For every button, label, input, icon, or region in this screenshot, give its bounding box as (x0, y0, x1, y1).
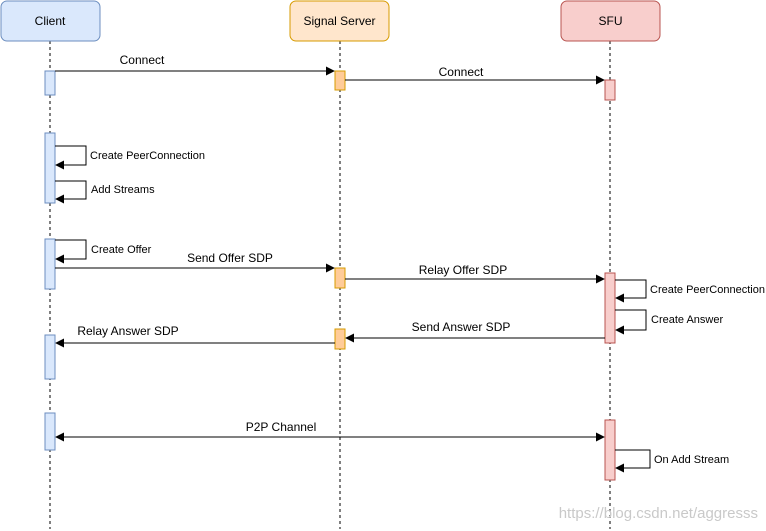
self-message-arrow (55, 145, 87, 170)
client-header-label: Client (35, 14, 66, 28)
self-message-arrow (55, 180, 87, 204)
self-message-arrow (55, 239, 87, 264)
sfu-header-label: SFU (599, 14, 623, 28)
message-label: Relay Answer SDP (77, 324, 178, 338)
message-label: Send Answer SDP (412, 320, 511, 334)
self-message-add-streams: Add Streams (55, 180, 155, 204)
self-message-arrow (615, 309, 647, 335)
sfu-activation (604, 419, 616, 481)
client-activation (44, 132, 56, 204)
message-label: P2P Channel (246, 420, 317, 434)
signal-server-activation (334, 267, 346, 289)
message-label: Connect (120, 53, 165, 67)
signal-server-activation (334, 70, 346, 91)
client-activation (44, 70, 56, 96)
message-label: Create Answer (651, 314, 723, 326)
message-connect-signal-to-sfu: Connect (345, 65, 605, 85)
message-label: Create PeerConnection (90, 150, 205, 162)
message-label: Connect (439, 65, 484, 79)
sfu-activation (604, 272, 616, 344)
signal-server-header-box (289, 0, 390, 42)
sfu-header: SFU (560, 0, 661, 42)
message-label: On Add Stream (654, 454, 729, 466)
message-label: Create PeerConnection (650, 284, 765, 296)
message-label: Create Offer (91, 244, 152, 256)
self-message-create-offer: Create Offer (55, 239, 152, 264)
self-message-on-add-stream: On Add Stream (615, 449, 729, 473)
self-message-create-answer: Create Answer (615, 309, 723, 335)
client-header-box (0, 0, 101, 42)
sfu-activation (604, 79, 616, 101)
message-label: Send Offer SDP (187, 251, 273, 265)
signal-server-header: Signal Server (289, 0, 390, 42)
message-send-answer-sdp: Send Answer SDP (345, 320, 605, 343)
client-activation (44, 334, 56, 380)
sfu-header-box (560, 0, 661, 42)
message-label: Relay Offer SDP (419, 263, 507, 277)
self-message-arrow (615, 279, 647, 303)
signal-server-header-label: Signal Server (303, 14, 375, 28)
signal-server-activation (334, 328, 346, 350)
client-activation (44, 412, 56, 451)
client-activation (44, 238, 56, 290)
message-relay-offer-sdp: Relay Offer SDP (345, 263, 605, 284)
message-label: Add Streams (91, 184, 155, 196)
self-message-arrow (615, 449, 651, 473)
message-p2p-channel: P2P Channel (55, 420, 605, 442)
self-message-create-peerconnection-sfu: Create PeerConnection (615, 279, 765, 303)
message-send-offer-sdp: Send Offer SDP (55, 251, 335, 273)
message-connect-client-to-signal: Connect (55, 53, 335, 76)
self-message-create-peerconnection-client: Create PeerConnection (55, 145, 205, 170)
watermark: https://blog.csdn.net/aggresss (559, 505, 758, 522)
client-header: Client (0, 0, 101, 42)
message-relay-answer-sdp: Relay Answer SDP (55, 324, 335, 348)
